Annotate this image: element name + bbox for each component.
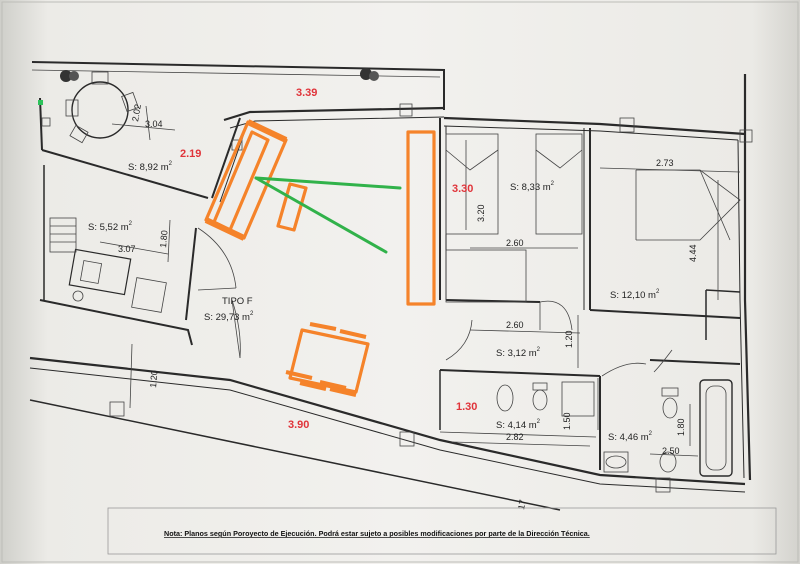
annotation-hall: 1.30 <box>456 401 477 413</box>
plan-note: Nota: Planos según Poroyecto de Ejecució… <box>164 529 590 538</box>
area-hall: S: 3,12 m2 <box>496 347 541 359</box>
dim-bath1-width: 2.82 <box>506 432 524 442</box>
dim-kitchen-width: 3.07 <box>118 244 136 254</box>
area-living: S: 29,73 m2 <box>204 311 254 323</box>
dining-table <box>288 328 370 394</box>
dim-living-side: 1.20 <box>148 370 159 388</box>
arrow-line-lower <box>254 176 388 254</box>
area-bath1: S: 4,14 m2 <box>496 419 541 431</box>
dim-bedroom2-width: 2.60 <box>506 238 524 248</box>
dim-bath2-width: 2.50 <box>662 446 680 456</box>
area-bedroom1: S: 12,10 m2 <box>610 289 660 301</box>
annotation-top: 3.39 <box>296 87 317 99</box>
type-label: TIPO F <box>222 296 253 307</box>
annotation-wall-mid: 3.30 <box>452 183 473 195</box>
dim-bedroom1-height: 4.44 <box>688 244 698 262</box>
dimension-lines <box>99 105 741 457</box>
fixtures <box>38 68 741 477</box>
annotation-bottom: 3.90 <box>288 419 309 431</box>
dim-terrace-width: 3.04 <box>145 119 163 129</box>
outer-walls <box>29 61 752 511</box>
interior-walls <box>185 117 741 470</box>
dim-kitchen-depth: 1.80 <box>158 230 169 248</box>
area-bath2: S: 4,46 m2 <box>608 431 653 443</box>
dim-bedroom1-width: 2.73 <box>656 158 674 168</box>
tv-cabinet <box>406 130 436 306</box>
corner-number: 17 <box>516 499 528 511</box>
dim-hall-height: 1.20 <box>564 330 574 348</box>
dim-terrace-depth: 2.02 <box>130 103 143 122</box>
coffee-table <box>276 182 308 232</box>
dim-bedroom2-height: 3.20 <box>476 204 486 222</box>
dim-bath2-height: 1.80 <box>676 418 686 436</box>
doors <box>197 227 673 377</box>
area-bedroom2: S: 8,33 m2 <box>510 181 555 193</box>
annotation-terrace-left: 2.19 <box>180 148 201 160</box>
arrow-line-upper <box>254 176 402 190</box>
area-terrace: S: 8,92 m2 <box>128 161 173 173</box>
area-kitchen: S: 5,52 m2 <box>88 221 133 233</box>
furniture-overlay <box>204 119 436 397</box>
note-box <box>107 507 777 555</box>
view-arrows <box>254 176 402 254</box>
dim-hall-width: 2.60 <box>506 320 524 330</box>
dim-bath1-height: 1.50 <box>562 412 572 430</box>
